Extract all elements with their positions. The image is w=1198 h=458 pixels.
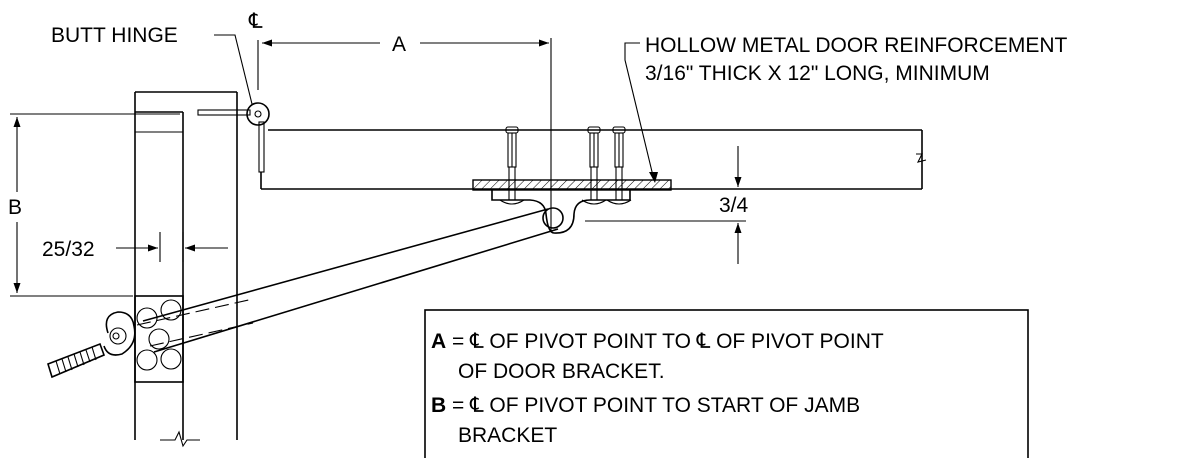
door-bracket <box>491 190 631 234</box>
note-b-text: = ℄ OF PIVOT POINT TO START OF JAMB <box>446 394 860 417</box>
note-a-line1: A = ℄ OF PIVOT POINT TO ℄ OF PIVOT POINT <box>431 330 884 353</box>
screw-1 <box>499 126 525 205</box>
jamb-bracket <box>134 295 184 383</box>
screw-3 <box>606 126 632 205</box>
door-reinforcement-plate <box>472 179 672 191</box>
note-b-line1: B = ℄ OF PIVOT POINT TO START OF JAMB <box>431 394 860 417</box>
note-a-text: = ℄ OF PIVOT POINT TO ℄ OF PIVOT POINT <box>446 330 884 353</box>
dimension-25-32 <box>116 232 228 262</box>
notes-box: A = ℄ OF PIVOT POINT TO ℄ OF PIVOT POINT… <box>424 309 1029 458</box>
door-frame-jamb <box>134 91 238 448</box>
reinforcement-label-line1: HOLLOW METAL DOOR REINFORCEMENT <box>645 34 1068 57</box>
dimension-3-4-label: 3/4 <box>719 194 749 217</box>
closer-adjusting-screw <box>47 311 136 379</box>
note-a-key: A <box>431 330 446 353</box>
butt-hinge-label: BUTT HINGE <box>51 24 178 47</box>
dimension-a-label: A <box>392 33 406 56</box>
note-b-key: B <box>431 394 446 417</box>
note-b-line2: BRACKET <box>458 424 557 447</box>
reinforcement-leader <box>624 42 655 181</box>
note-a-line2: OF DOOR BRACKET. <box>458 360 665 383</box>
centerline-symbol-label: ℄ <box>248 10 263 33</box>
dimension-3-4 <box>585 146 746 264</box>
screw-2 <box>581 126 607 205</box>
butt-hinge <box>197 102 270 173</box>
centerline-extension-lines <box>257 38 552 232</box>
reinforcement-label-line2: 3/16" THICK X 12" LONG, MINIMUM <box>645 62 990 85</box>
dimension-25-32-label: 25/32 <box>42 238 95 261</box>
closer-arm <box>136 208 559 353</box>
dimension-b <box>10 113 180 297</box>
dimension-b-label: B <box>8 196 22 219</box>
butt-hinge-leader <box>214 34 253 105</box>
